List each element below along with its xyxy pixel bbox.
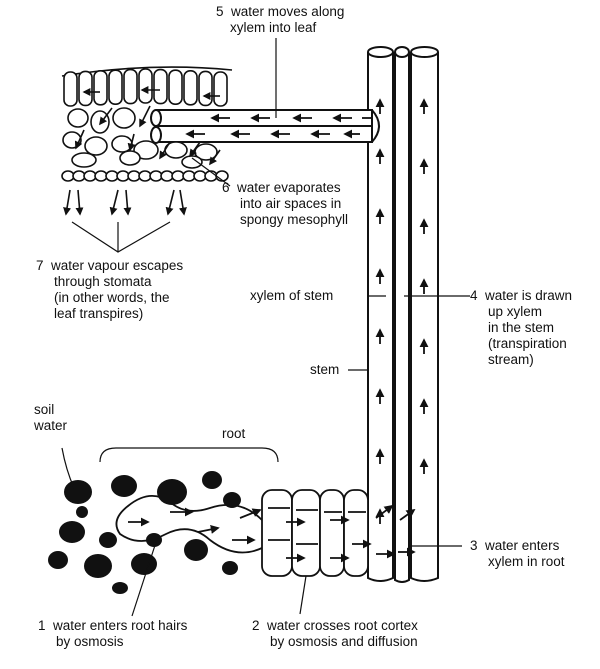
label-root: root: [222, 426, 246, 441]
root-cortex: [261, 489, 369, 577]
leader-root: [99, 447, 279, 463]
label-step1: 1 water enters root hairs by osmosis: [38, 618, 188, 649]
soil-particles: [48, 471, 241, 594]
leader-step6: [191, 157, 231, 187]
label-step6: 6 water evaporates into air spaces in sp…: [222, 180, 349, 227]
xylem-tube-middle: [394, 52, 410, 583]
leader-step2: [299, 575, 307, 615]
label-soil-water: soil water: [34, 402, 68, 433]
root-hair: [115, 495, 263, 554]
leader-soil-water: [61, 447, 75, 489]
label-stem: stem: [310, 362, 340, 377]
leader-step7: [71, 221, 171, 253]
label-step2: 2 water crosses root cortex by osmosis a…: [252, 618, 418, 649]
leaf-xylem: [150, 109, 380, 144]
leader-lines: [61, 38, 470, 617]
label-step3: 3 water enters xylem in root: [470, 538, 565, 569]
label-step7: 7 water vapour escapes through stomata (…: [36, 258, 184, 321]
stem-xylem: [367, 46, 439, 583]
leaf-cross-section: [61, 66, 233, 182]
leaf-xylem-arrows: [185, 113, 372, 139]
label-step5: 5 water moves along xylem into leaf: [216, 4, 345, 35]
leaf-arrows: [63, 86, 221, 216]
xylem-tube-left: [367, 52, 394, 582]
root-arrows: [128, 504, 416, 563]
stem-up-arrows: [375, 98, 429, 524]
label-step4: 4 water is drawn up xylem in the stem (t…: [470, 288, 573, 367]
xylem-tube-right: [410, 52, 439, 582]
leader-step1: [131, 535, 159, 617]
label-xylem-of-stem: xylem of stem: [250, 288, 334, 303]
